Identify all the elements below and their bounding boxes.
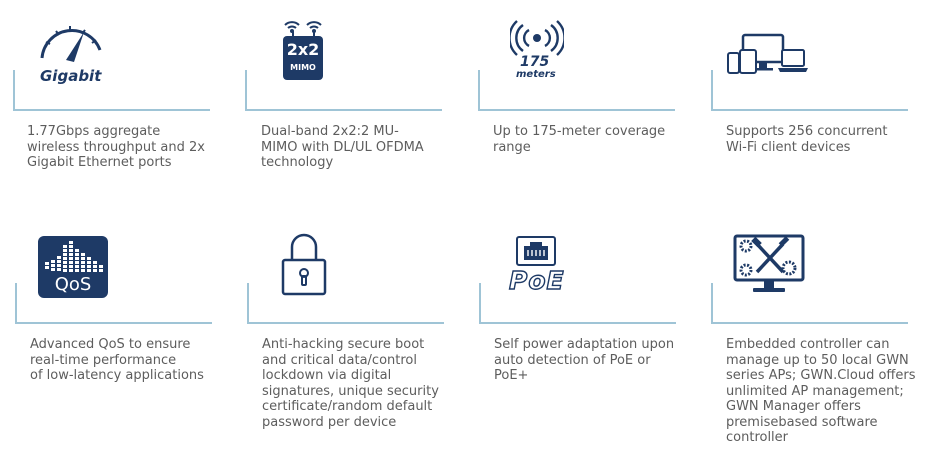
qos-label: QoS: [54, 274, 92, 295]
divider-horizontal: [13, 109, 210, 111]
mimo-sublabel: MIMO: [290, 63, 316, 72]
coverage-label: 175: [520, 54, 550, 70]
divider-vertical: [15, 283, 17, 323]
divider-horizontal: [711, 109, 908, 111]
divider-horizontal: [478, 109, 675, 111]
feature-description: Anti-hacking secure boot and critical da…: [262, 337, 439, 430]
poe-port-icon: [516, 236, 556, 266]
feature-description: 1.77Gbps aggregate wireless throughput a…: [27, 124, 205, 170]
divider-vertical: [13, 70, 15, 110]
divider-vertical: [478, 70, 480, 110]
coverage-sublabel: meters: [516, 69, 556, 80]
poe-label: PoE: [508, 265, 565, 295]
coverage-signal-icon: [508, 20, 566, 56]
divider-vertical: [245, 70, 247, 110]
divider-horizontal: [247, 322, 444, 324]
feature-description: Dual-band 2x2:2 MU- MIMO with DL/UL OFDM…: [261, 124, 424, 170]
feature-description: Supports 256 concurrent Wi-Fi client dev…: [726, 124, 888, 155]
divider-vertical: [247, 283, 249, 323]
qos-equalizer-icon: [38, 236, 108, 298]
mimo-chip-icon: [281, 16, 325, 82]
divider-vertical: [711, 283, 713, 323]
devices-icon: [727, 33, 809, 75]
gigabit-speedometer-icon: [36, 20, 106, 62]
controller-monitor-icon: [733, 234, 805, 296]
feature-description: Embedded controller can manage up to 50 …: [726, 337, 916, 445]
gigabit-label: Gigabit: [40, 67, 102, 85]
divider-horizontal: [711, 322, 908, 324]
feature-description: Advanced QoS to ensure real-time perform…: [30, 337, 204, 383]
mimo-label: 2x2: [286, 40, 320, 59]
divider-horizontal: [245, 109, 442, 111]
divider-vertical: [479, 283, 481, 323]
padlock-icon: [281, 232, 327, 296]
feature-description: Self power adaptation upon auto detectio…: [494, 337, 675, 383]
divider-horizontal: [15, 322, 212, 324]
divider-horizontal: [479, 322, 676, 324]
divider-vertical: [711, 70, 713, 110]
feature-description: Up to 175-meter coverage range: [493, 124, 666, 155]
